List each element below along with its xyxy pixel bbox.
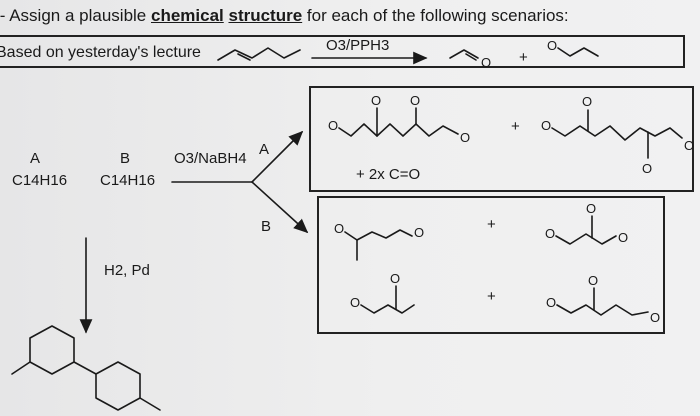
arrow-to-b xyxy=(251,181,309,234)
extra-product-label: + 2x C=O xyxy=(356,166,421,183)
ring-2-methyl xyxy=(139,397,161,411)
example-alkene-double xyxy=(237,53,251,61)
oxygen-label: O xyxy=(328,118,338,133)
plus-sign-b2: + xyxy=(487,288,496,305)
question-heading: l- Assign a plausible chemical structure… xyxy=(0,6,569,25)
compound-a-label: A xyxy=(30,150,41,167)
oxygen-label: O xyxy=(586,201,596,216)
b-product-1-chain xyxy=(344,229,413,241)
example-aldehyde-1 xyxy=(449,49,479,59)
oxygen-label: O xyxy=(618,230,628,245)
example-aldehyde-1-co xyxy=(465,53,477,61)
branch-a-label: A xyxy=(259,141,270,158)
plus-sign-b1: + xyxy=(487,216,496,233)
oxygen-label: O xyxy=(545,226,555,241)
oxygen-label: O xyxy=(541,118,551,133)
compound-a-formula: C14H16 xyxy=(12,172,68,189)
ring-link xyxy=(73,361,97,375)
oxygen-label: O xyxy=(390,271,400,286)
oxygen-label: O xyxy=(350,295,360,310)
oxygen-label: O xyxy=(371,93,381,108)
oxygen-label: O xyxy=(334,221,344,236)
example-label: Based on yesterday's lecture xyxy=(0,44,201,61)
b-product-4-chain xyxy=(556,304,649,316)
oxygen-label: O xyxy=(650,310,660,325)
oxygen-label: O xyxy=(642,161,652,176)
b-product-2-chain xyxy=(555,233,617,245)
example-reagent: O3/PPH3 xyxy=(326,37,390,54)
bold-word-structure: structure xyxy=(228,6,303,25)
branch-b-label: B xyxy=(261,218,272,235)
oxygen-label: O xyxy=(460,130,470,145)
plus-sign-a: + xyxy=(511,118,520,135)
hydrogenation-reagent: H2, Pd xyxy=(104,262,150,279)
example-aldehyde-2 xyxy=(557,47,599,57)
example-plus: + xyxy=(519,49,528,66)
example-box xyxy=(0,35,685,68)
product-box-b xyxy=(317,196,665,334)
ozonolysis-reagent: O3/NaBH4 xyxy=(174,150,247,167)
example-alkene xyxy=(217,47,301,61)
oxygen-label: O xyxy=(481,55,491,70)
oxygen-label: O xyxy=(414,225,424,240)
compound-b-label: B xyxy=(120,150,131,167)
bold-word-chemical: chemical xyxy=(150,6,224,25)
oxygen-label: O xyxy=(588,273,598,288)
a-product-2-chain xyxy=(551,125,683,141)
oxygen-label: O xyxy=(547,38,557,53)
oxygen-label: O xyxy=(684,138,694,153)
cyclohexane-ring-2 xyxy=(95,361,141,411)
oxygen-label: O xyxy=(410,93,420,108)
ring-1-methyl xyxy=(11,361,31,375)
oxygen-label: O xyxy=(582,94,592,109)
arrow-to-a xyxy=(251,130,304,183)
a-product-1-chain xyxy=(338,123,459,137)
b-product-3-chain xyxy=(360,304,415,314)
oxygen-label: O xyxy=(546,295,556,310)
cyclohexane-ring-1 xyxy=(29,325,75,375)
product-box-a xyxy=(309,86,694,192)
compound-b-formula: C14H16 xyxy=(100,172,156,189)
